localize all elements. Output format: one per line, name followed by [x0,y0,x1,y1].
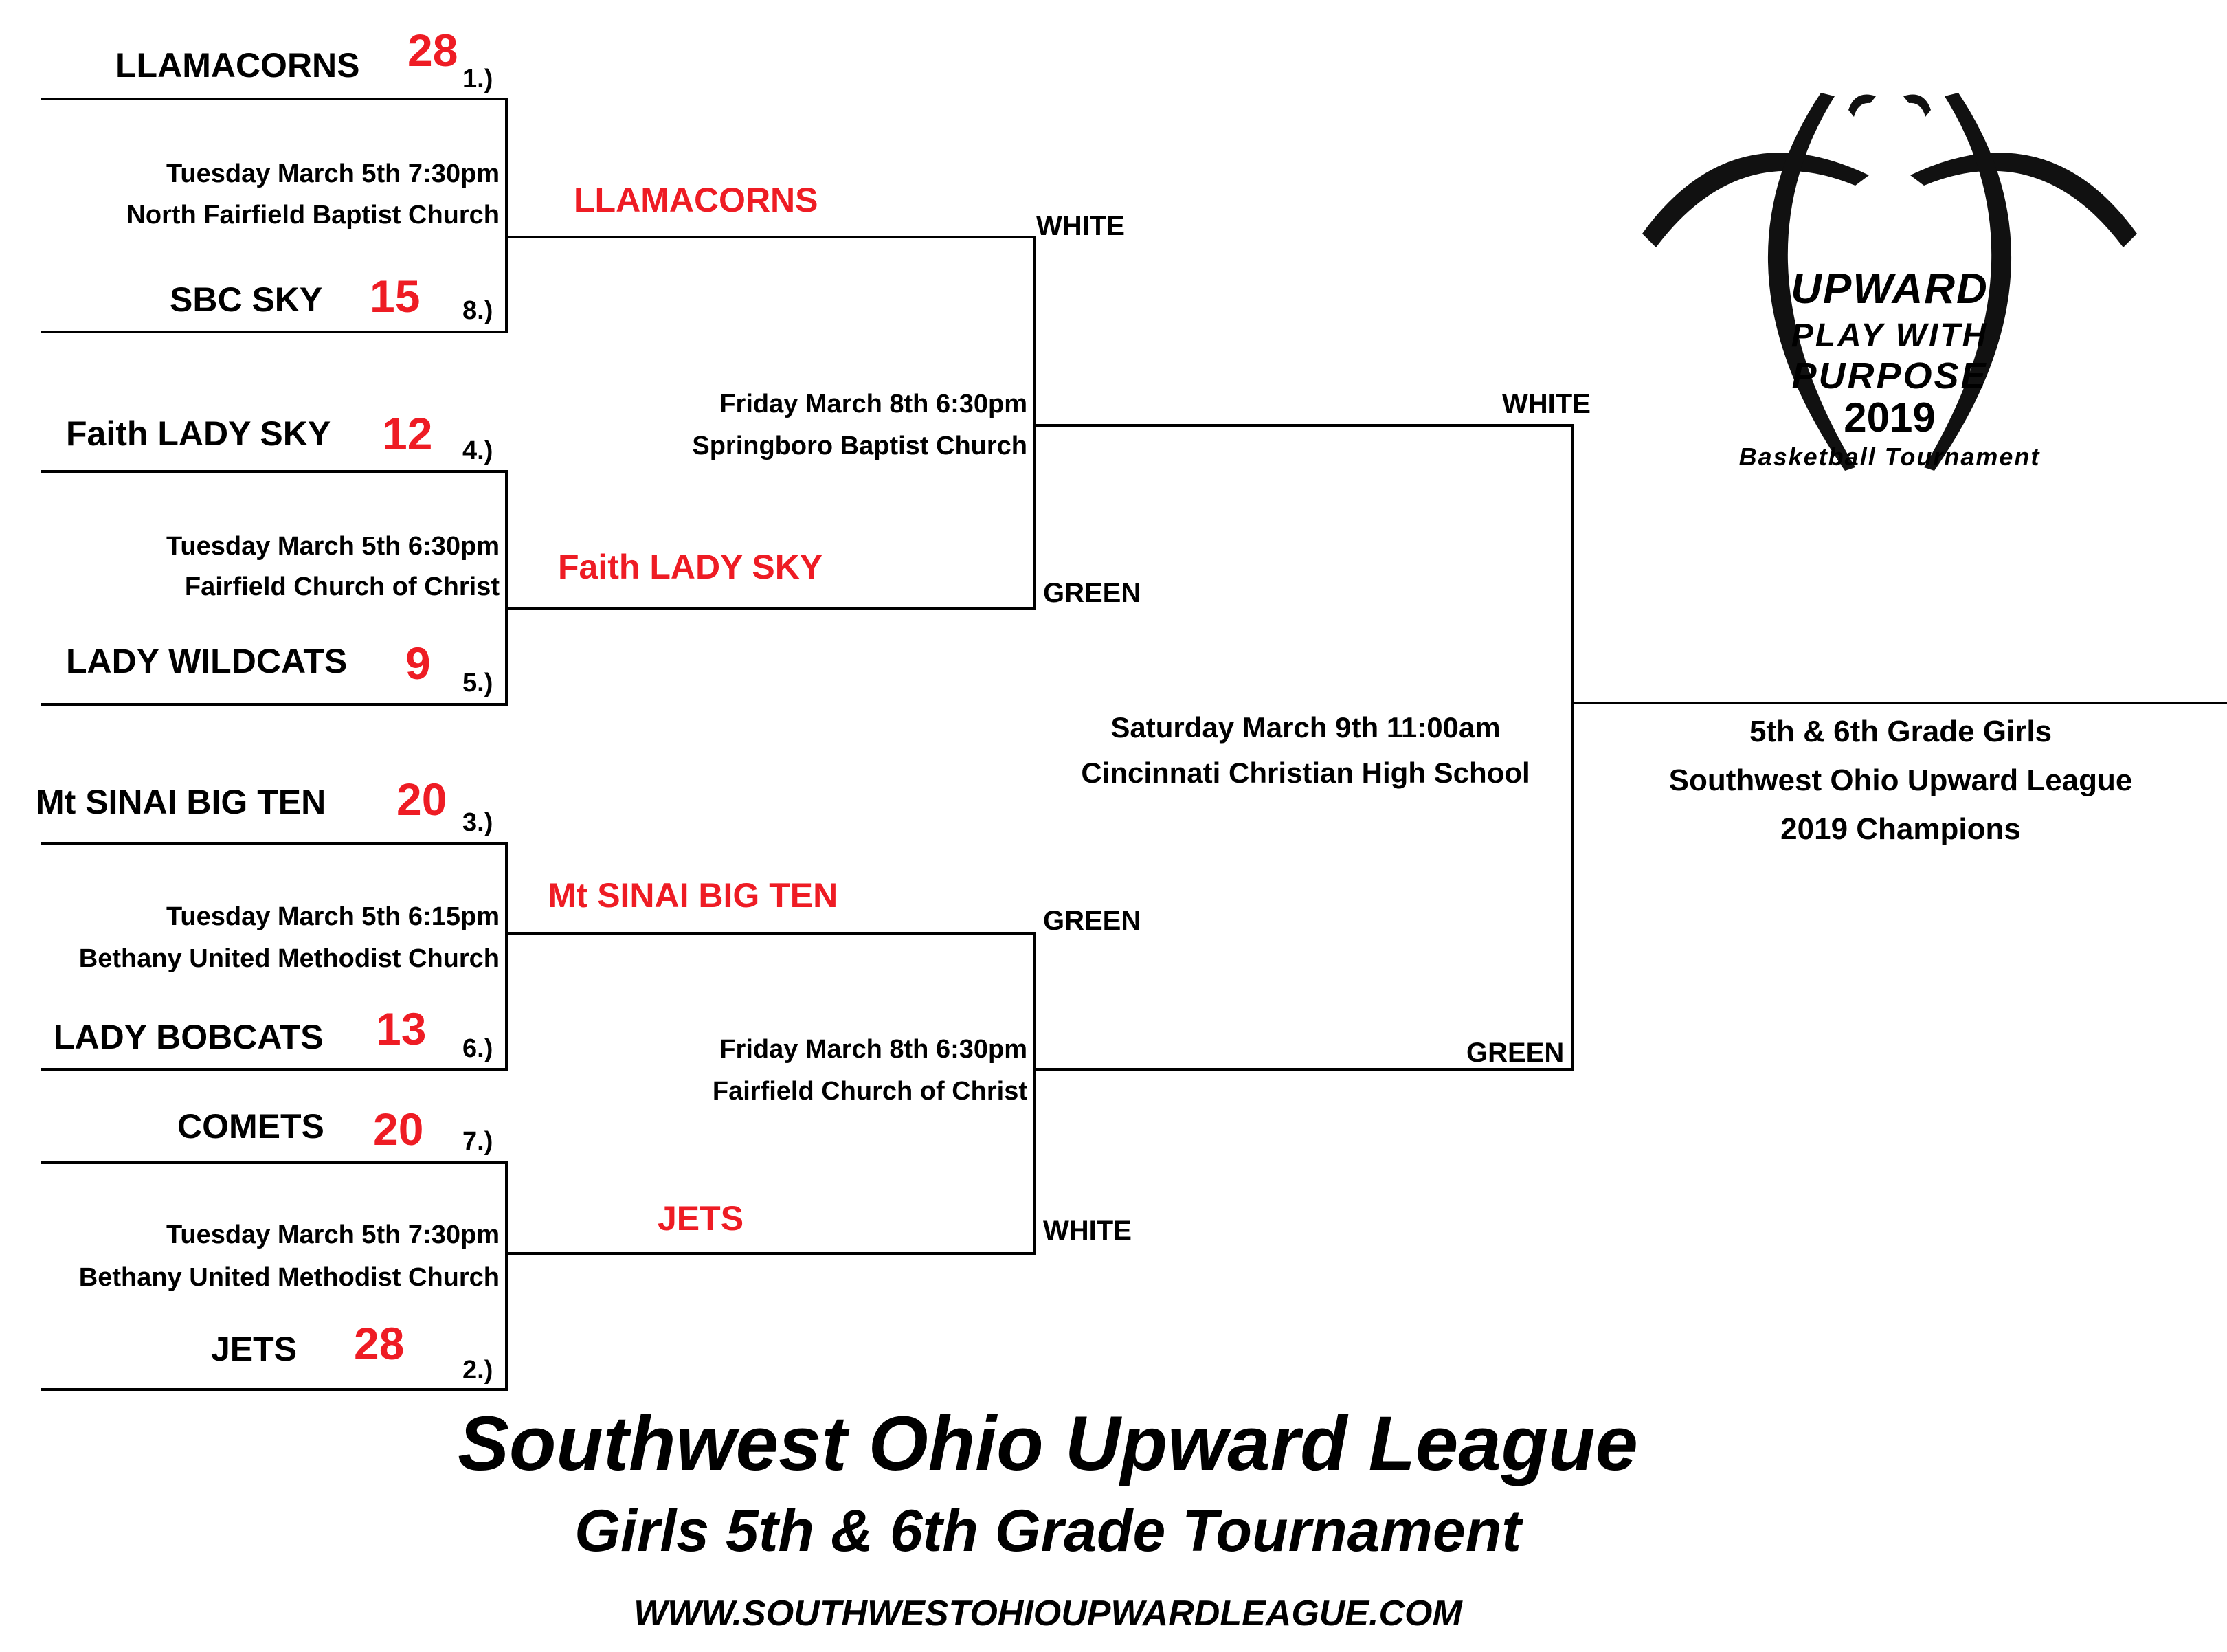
game-venue: Cincinnati Christian High School [1081,757,1530,789]
team-name: JETS [211,1330,298,1368]
team-name: Faith LADY SKY [66,414,331,453]
logo-brand: UPWARD [1791,265,1989,313]
bracket-line [1033,932,1036,1255]
slot-color: WHITE [1043,1216,1132,1246]
team-score: 12 [382,408,433,459]
game-date: Friday March 8th 6:30pm [719,1035,1027,1064]
bracket-line [41,1161,508,1164]
team-name: Mt SINAI BIG TEN [36,783,326,821]
bracket-line [505,1161,508,1391]
game-venue: Bethany United Methodist Church [78,1263,500,1292]
bracket-line [505,470,508,706]
slot-color: GREEN [1043,906,1141,936]
team-score: 13 [376,1003,427,1054]
team-score: 28 [354,1318,405,1369]
team-seed: 5.) [462,669,493,697]
team-seed: 7.) [462,1127,493,1156]
slot-color: WHITE [1036,211,1125,241]
team-name: SBC SKY [170,280,323,319]
team-seed: 2.) [462,1356,493,1385]
bracket-line [505,98,508,333]
basketball-seam-icon [1642,93,2137,471]
bracket-line [1573,702,2227,704]
bracket-line [506,236,1036,238]
game-date: Tuesday March 5th 7:30pm [166,1220,500,1249]
bracket-line [41,1388,508,1391]
logo-tagline: PLAY WITH [1791,317,1989,354]
game-date: Friday March 8th 6:30pm [719,390,1027,418]
game-date: Tuesday March 5th 6:30pm [166,532,500,561]
bracket-line [506,932,1036,935]
logo-tagline: PURPOSE [1791,355,1988,397]
winner-name: Mt SINAI BIG TEN [548,876,838,915]
game-venue: Fairfield Church of Christ [184,572,500,601]
winner-color: WHITE [1502,389,1591,419]
champion-line: Southwest Ohio Upward League [1668,763,2133,797]
team-name: LADY BOBCATS [54,1018,324,1056]
team-score: 28 [407,25,458,76]
winner-name: JETS [658,1199,744,1238]
team-score: 9 [405,638,431,689]
bracket-line [41,703,508,706]
team-name: COMETS [177,1107,324,1146]
bracket-line [1571,424,1574,1071]
team-name: LADY WILDCATS [66,642,348,680]
team-score: 20 [373,1104,424,1154]
slot-color: GREEN [1043,578,1141,608]
team-seed: 4.) [462,436,493,465]
bracket-line [506,1252,1036,1255]
team-score: 20 [396,774,447,825]
winner-name: LLAMACORNS [574,181,818,219]
bracket-line [1033,236,1036,610]
game-venue: Springboro Baptist Church [692,432,1027,460]
game-date: Tuesday March 5th 6:15pm [166,902,500,931]
logo-year: 2019 [1844,394,1936,440]
bracket-line [41,842,508,845]
bracket-line [41,1068,508,1071]
champion-line: 5th & 6th Grade Girls [1749,715,2052,748]
game-date: Saturday March 9th 11:00am [1110,711,1501,744]
champion-line: 2019 Champions [1780,812,2021,846]
winner-color: GREEN [1466,1038,1565,1068]
team-seed: 8.) [462,296,493,325]
winner-name: Faith LADY SKY [558,548,823,586]
game-venue: Fairfield Church of Christ [712,1077,1027,1106]
team-score: 15 [370,271,421,322]
bracket-line [506,607,1036,610]
team-seed: 1.) [462,65,493,93]
team-name: LLAMACORNS [115,46,360,85]
bracket-line [41,98,508,100]
bracket-line [41,331,508,333]
footer-url[interactable]: WWW.SOUTHWESTOHIOUPWARDLEAGUE.COM [634,1594,1462,1633]
logo-subtitle: Basketball Tournament [1738,443,2041,471]
game-venue: North Fairfield Baptist Church [126,201,500,230]
bracket-line [41,470,508,473]
game-venue: Bethany United Methodist Church [78,944,500,973]
upward-logo: UPWARD PLAY WITH PURPOSE 2019 Basketball… [1629,82,2151,495]
game-date: Tuesday March 5th 7:30pm [166,159,500,188]
bracket-line [505,842,508,1071]
footer-subtitle: Girls 5th & 6th Grade Tournament [574,1498,1521,1564]
footer-title: Southwest Ohio Upward League [458,1400,1638,1486]
team-seed: 3.) [462,808,493,837]
bracket-line [1034,424,1574,427]
bracket-line [1034,1068,1574,1071]
team-seed: 6.) [462,1034,493,1063]
